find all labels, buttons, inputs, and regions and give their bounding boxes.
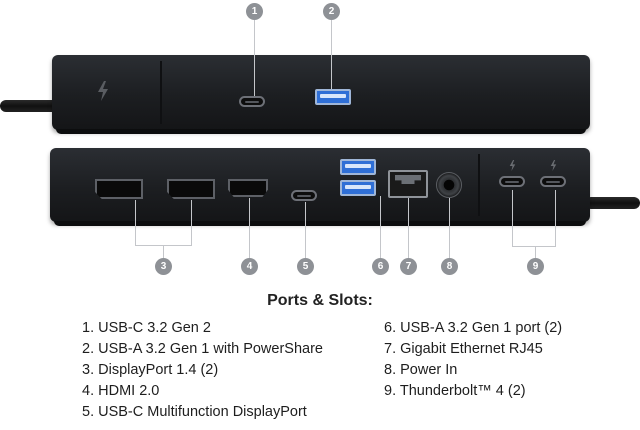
callout-3: 3 (155, 258, 172, 275)
callout-4: 4 (241, 258, 258, 275)
port-item: 2. USB-A 3.2 Gen 1 with PowerShare (82, 341, 323, 357)
leader-1 (254, 20, 255, 96)
port-item: 8. Power In (384, 362, 458, 378)
port-item: 1. USB-C 3.2 Gen 2 (82, 320, 211, 336)
thunderbolt-port-1 (499, 176, 525, 187)
port-item: 3. DisplayPort 1.4 (2) (82, 362, 219, 378)
ports-list-left: 1. USB-C 3.2 Gen 2 2. USB-A 3.2 Gen 1 wi… (82, 318, 323, 423)
port-item: 7. Gigabit Ethernet RJ45 (384, 341, 543, 357)
callout-6: 6 (372, 258, 389, 275)
rear-cable (585, 197, 640, 209)
leader-9-right (555, 190, 556, 246)
leader-9-bar (512, 246, 556, 247)
rear-usb-a-port-2 (340, 180, 376, 196)
dock-rear-view (50, 148, 590, 226)
leader-9-left (512, 190, 513, 246)
leader-9-stem (535, 246, 536, 258)
displayport-2 (167, 179, 215, 199)
leader-2 (331, 20, 332, 89)
callout-2: 2 (323, 3, 340, 20)
hdmi-port (228, 179, 268, 197)
leader-3-stem (163, 245, 164, 259)
thunderbolt-port-2 (540, 176, 566, 187)
leader-3-left (135, 200, 136, 245)
front-panel-divider (160, 61, 162, 124)
leader-7 (408, 198, 409, 258)
leader-4 (249, 198, 250, 258)
callout-1: 1 (246, 3, 263, 20)
thunderbolt-icon (550, 160, 557, 171)
thunderbolt-icon (509, 160, 516, 171)
leader-8 (449, 198, 450, 258)
displayport-1 (95, 179, 143, 199)
callout-8: 8 (441, 258, 458, 275)
thunderbolt-icon (98, 81, 108, 101)
port-item: 4. HDMI 2.0 (82, 383, 160, 399)
dock-front-base (56, 129, 586, 134)
ports-list-right: 6. USB-A 3.2 Gen 1 port (2) 7. Gigabit E… (384, 318, 562, 402)
port-item: 6. USB-A 3.2 Gen 1 port (2) (384, 320, 563, 336)
callout-9: 9 (527, 258, 544, 275)
port-item: 9. Thunderbolt™ 4 (2) (384, 383, 526, 399)
ethernet-port (388, 170, 428, 198)
callout-7: 7 (400, 258, 417, 275)
front-cable (0, 100, 60, 112)
front-usb-a-port (315, 89, 351, 105)
leader-3-right (191, 200, 192, 245)
leader-5 (305, 202, 306, 258)
power-in-port (436, 172, 462, 198)
dock-front-view (52, 55, 590, 134)
callout-5: 5 (297, 258, 314, 275)
leader-6 (380, 196, 381, 258)
rear-usb-c-port (291, 190, 317, 201)
dock-rear-base (54, 221, 586, 226)
ports-heading: Ports & Slots: (267, 292, 373, 309)
port-item: 5. USB-C Multifunction DisplayPort (82, 404, 307, 420)
rear-panel-divider (478, 154, 480, 216)
front-usb-c-port (239, 96, 265, 107)
rear-usb-a-port-1 (340, 159, 376, 175)
